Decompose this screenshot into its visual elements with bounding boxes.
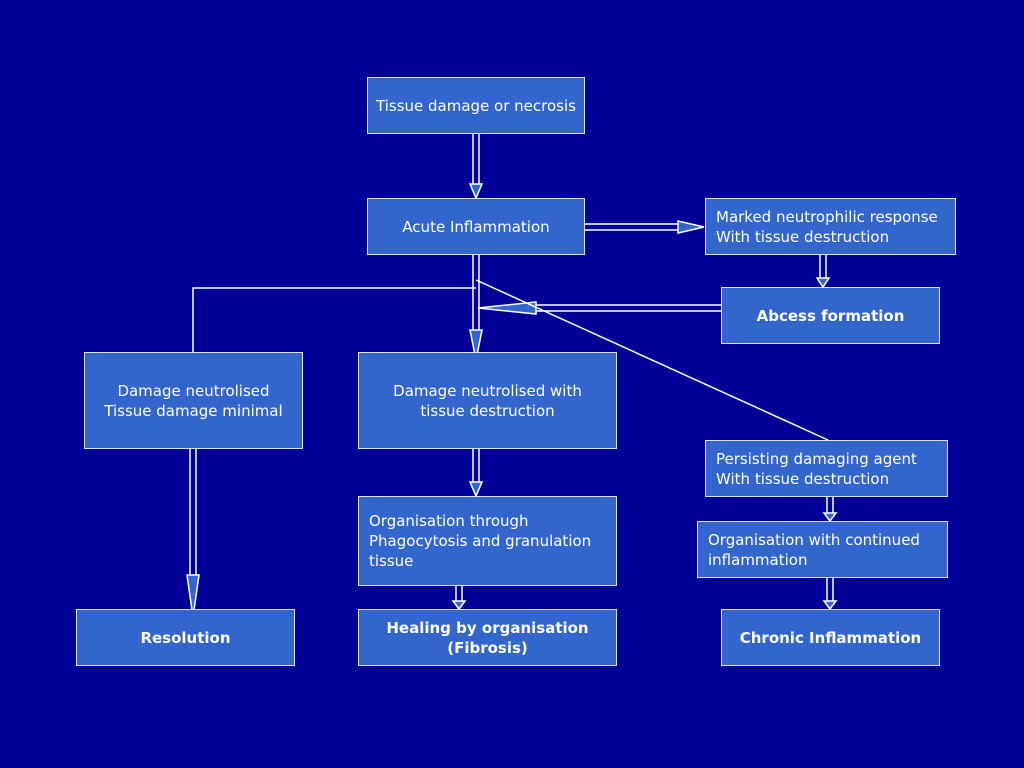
node-organisation-phagocytosis: Organisation through Phagocytosis and gr…: [358, 496, 617, 586]
arrow-neutrophilic-to-abcess: [815, 255, 831, 289]
arrow-acute-to-neutrophilic: [585, 220, 705, 234]
node-chronic-inflammation: Chronic Inflammation: [721, 609, 940, 666]
node-organisation-continued: Organisation with continued inflammation: [697, 521, 948, 578]
arrow-destruction-to-organisation: [468, 449, 484, 498]
node-marked-neutrophilic-response: Marked neutrophilic response With tissue…: [705, 198, 956, 255]
connector-trunk-to-minimal: [192, 287, 476, 352]
arrow-continued-to-chronic: [822, 578, 838, 611]
arrow-persisting-to-continued: [822, 497, 838, 523]
arrow-acute-to-destruction: [469, 255, 483, 361]
arrow-abcess-to-trunk: [477, 301, 721, 315]
arrow-minimal-to-resolution: [186, 449, 200, 618]
node-resolution: Resolution: [76, 609, 295, 666]
node-abcess-formation: Abcess formation: [721, 287, 940, 344]
node-damage-destruction: Damage neutrolised with tissue destructi…: [358, 352, 617, 449]
node-persisting-damaging-agent: Persisting damaging agent With tissue de…: [705, 440, 948, 497]
node-healing-fibrosis: Healing by organisation (Fibrosis): [358, 609, 617, 666]
node-damage-minimal: Damage neutrolised Tissue damage minimal: [84, 352, 303, 449]
node-tissue-damage: Tissue damage or necrosis: [367, 77, 585, 134]
arrow-tissue-to-acute: [468, 134, 484, 200]
connector-trunk-to-persisting: [475, 279, 829, 441]
arrow-organisation-to-healing: [451, 586, 467, 611]
node-acute-inflammation: Acute Inflammation: [367, 198, 585, 255]
